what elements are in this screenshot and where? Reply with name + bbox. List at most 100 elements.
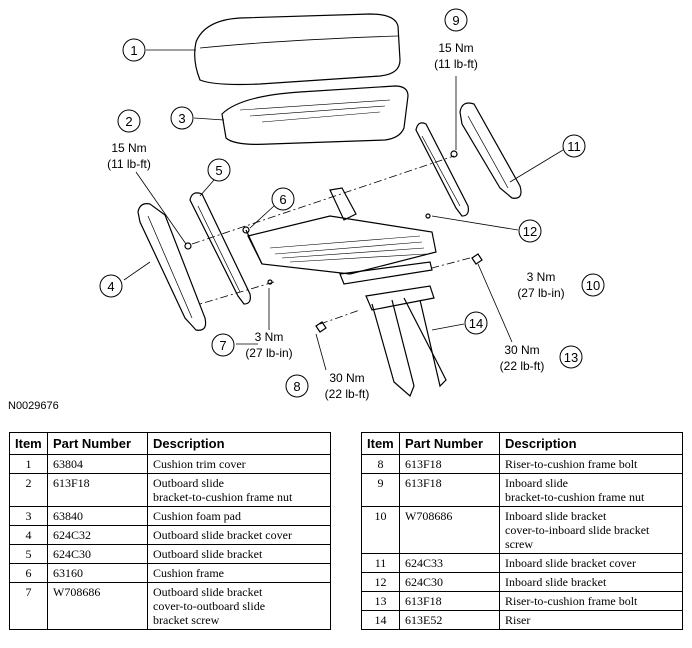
header-part-number: Part Number [399, 432, 500, 455]
description-line: screw [505, 537, 533, 551]
header-item: Item [9, 432, 48, 455]
description-line: bracket-to-cushion frame nut [153, 490, 293, 504]
description: Inboard slide bracket [499, 572, 683, 592]
callout-1: 1 [122, 38, 146, 62]
leader-lines [123, 49, 564, 371]
svg-text:5: 5 [215, 163, 222, 178]
svg-text:4: 4 [107, 279, 114, 294]
part-number: 613F18 [399, 473, 500, 507]
item-number: 12 [361, 572, 400, 592]
torque-7-lbft: (27 lb-in) [245, 346, 292, 360]
callout-8: 8 [285, 374, 309, 398]
description: Cushion frame [147, 563, 331, 583]
callout-5: 5 [207, 158, 231, 182]
header-description: Description [499, 432, 683, 455]
inboard-slide-bracket-cover [459, 102, 522, 199]
item-number: 10 [361, 506, 400, 554]
svg-text:8: 8 [293, 379, 300, 394]
svg-text:12: 12 [523, 224, 537, 239]
description-line: Cushion frame [153, 566, 224, 580]
fasteners [184, 150, 483, 333]
description-line: Outboard slide bracket cover [153, 528, 292, 542]
part-number: 613F18 [399, 591, 500, 611]
description-line: Cushion trim cover [153, 457, 246, 471]
callout-11: 11 [562, 134, 586, 158]
description-line: Riser-to-cushion frame bolt [505, 457, 638, 471]
header-item: Item [361, 432, 400, 455]
part-number: 624C32 [47, 525, 148, 545]
callout-7: 7 [211, 333, 235, 357]
svg-text:3: 3 [178, 111, 185, 126]
callout-14: 14 [464, 311, 488, 335]
item-number: 7 [9, 582, 48, 630]
item-number: 1 [9, 454, 48, 474]
table-header-row: Item Part Number Description [9, 432, 331, 455]
description-line: Outboard slide bracket [153, 585, 263, 599]
item-number: 13 [361, 591, 400, 611]
description: Riser-to-cushion frame bolt [499, 454, 683, 474]
part-number: 613F18 [47, 473, 148, 507]
svg-text:1: 1 [130, 43, 137, 58]
svg-text:14: 14 [469, 316, 483, 331]
description-line: Outboard slide [153, 476, 224, 490]
description-line: Outboard slide bracket [153, 547, 263, 561]
callout-4: 4 [99, 274, 123, 298]
item-number: 2 [9, 473, 48, 507]
torque-10-nm: 3 Nm [527, 270, 556, 284]
outboard-slide-bracket [189, 192, 251, 305]
description-line: cover-to-outboard slide [153, 599, 266, 613]
item-number: 11 [361, 553, 400, 573]
callout-2: 2 [117, 109, 141, 133]
description: Outboard slide bracket cover [147, 525, 331, 545]
description-line: Riser-to-cushion frame bolt [505, 594, 638, 608]
header-description: Description [147, 432, 331, 455]
description-line: bracket screw [153, 613, 220, 627]
cushion-trim-cover [194, 13, 401, 86]
callout-9: 9 [444, 8, 468, 32]
callout-13: 13 [559, 345, 583, 369]
cushion-foam-pad [221, 85, 409, 145]
exploded-view-diagram: 1 2 3 4 5 6 7 8 9 10 11 12 13 14 15 Nm (… [99, 8, 605, 401]
outboard-slide-bracket-cover [137, 203, 207, 331]
description-line: Inboard slide bracket cover [505, 556, 636, 570]
description-line: Inboard slide [505, 476, 568, 490]
item-number: 5 [9, 544, 48, 564]
item-number: 4 [9, 525, 48, 545]
item-number: 9 [361, 473, 400, 507]
torque-10-lbft: (27 lb-in) [517, 286, 564, 300]
table-header-row: Item Part Number Description [361, 432, 683, 455]
part-number: 63160 [47, 563, 148, 583]
callout-3: 3 [170, 106, 194, 130]
torque-2-lbft: (11 lb-ft) [107, 157, 151, 171]
description-line: Inboard slide bracket [505, 575, 607, 589]
figure-id: N0029676 [8, 400, 59, 412]
torque-7-nm: 3 Nm [255, 330, 284, 344]
cushion-frame [245, 187, 437, 285]
part-number: 63804 [47, 454, 148, 474]
torque-8-nm: 30 Nm [329, 371, 364, 385]
description-line: Cushion foam pad [153, 509, 241, 523]
part-number: 63840 [47, 506, 148, 526]
description: Inboard slide bracket cover [499, 553, 683, 573]
svg-text:11: 11 [567, 139, 581, 154]
description: Riser [499, 610, 683, 630]
description: Cushion foam pad [147, 506, 331, 526]
callout-10: 10 [581, 273, 605, 297]
